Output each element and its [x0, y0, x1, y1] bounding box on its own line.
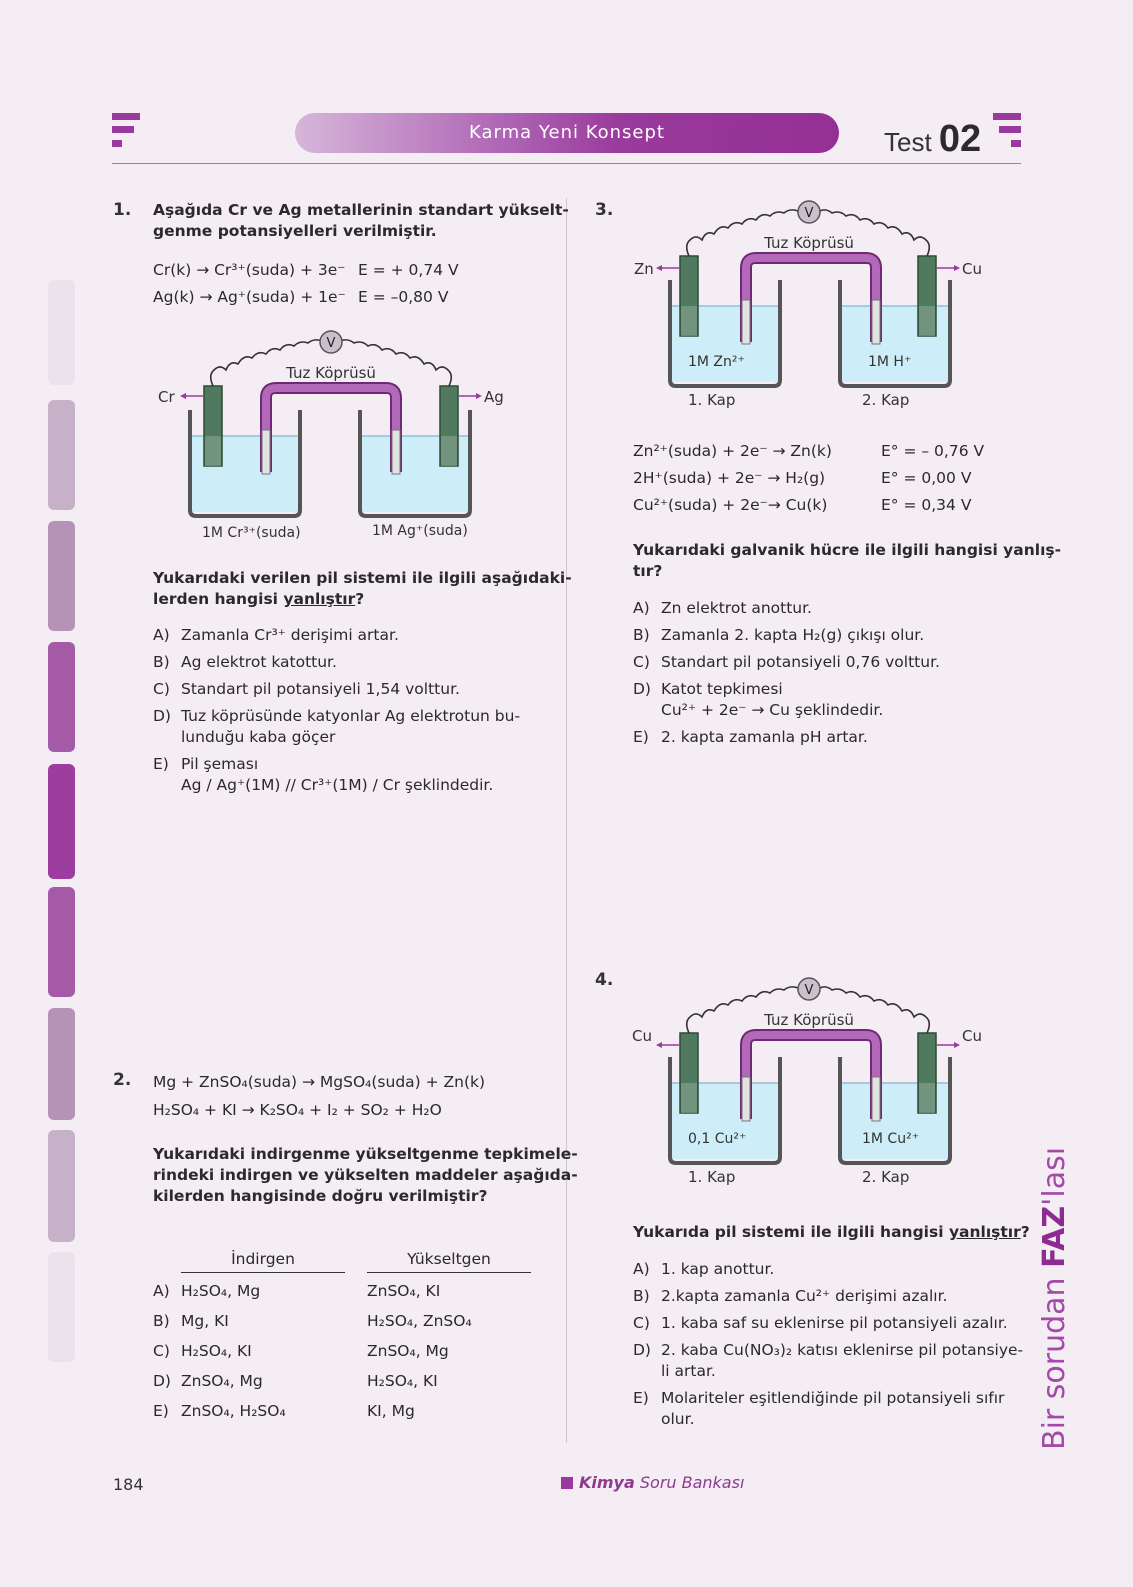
q4-number: 4. [595, 970, 614, 990]
q3-number: 3. [595, 200, 614, 220]
page-number: 184 [113, 1475, 144, 1494]
right-beaker [358, 410, 472, 518]
bridge-label: Tuz Köprüsü [285, 364, 376, 382]
brand-logo-left [112, 113, 142, 155]
q3-option-c[interactable]: C)Standart pil potansiyeli 0,76 volttur. [633, 653, 940, 671]
cup-1 [668, 280, 782, 388]
q1-reaction-2-potential: E = –0,80 V [358, 288, 449, 306]
q1-reaction-1: Cr(k) → Cr³⁺(suda) + 3e⁻ [153, 261, 346, 279]
q4-cell-diagram: V Tuz Köprüsü Cu Cu 0,1 Cu²⁺ 1M Cu²⁺ 1. … [632, 977, 982, 1186]
q1-intro: Aşağıda Cr ve Ag metallerinin standart y… [153, 201, 569, 240]
svg-text:1M Cu²⁺: 1M Cu²⁺ [862, 1131, 919, 1147]
cup-2 [838, 280, 952, 388]
q4-question: Yukarıda pil sistemi ile ilgili hangisi … [633, 1223, 1030, 1241]
right-electrode-label: Ag [484, 388, 504, 406]
q3-option-e[interactable]: E)2. kapta zamanla pH artar. [633, 728, 868, 746]
voltmeter-icon [319, 330, 343, 354]
q2-reaction-1: Mg + ZnSO₄(suda) → MgSO₄(suda) + Zn(k) [153, 1073, 486, 1091]
voltmeter-icon [797, 977, 821, 1001]
q1-reaction-2: Ag(k) → Ag⁺(suda) + 1e⁻ [153, 288, 346, 306]
q1-option-d[interactable]: D)Tuz köprüsünde katyonlar Ag elektrotun… [153, 707, 521, 746]
cup-2 [838, 1057, 952, 1165]
svg-text:V: V [805, 983, 814, 998]
side-tab-7 [48, 1008, 75, 1120]
q1-question: Yukarıdaki verilen pil sistemi ile ilgil… [153, 569, 572, 608]
right-wire [339, 339, 453, 387]
svg-text:Tuz Köprüsü: Tuz Köprüsü [763, 1011, 854, 1029]
right-solution-label: 1M Ag⁺(suda) [372, 523, 468, 539]
left-wire [209, 339, 323, 387]
q3-question: Yukarıdaki galvanik hücre ile ilgili han… [633, 541, 1062, 580]
q1-number: 1. [113, 200, 132, 220]
side-tab-4 [48, 642, 75, 752]
brand-logo-right [993, 113, 1023, 155]
left-solution-label: 1M Cr³⁺(suda) [202, 525, 301, 541]
q3-option-b[interactable]: B)Zamanla 2. kapta H₂(g) çıkışı olur. [633, 626, 925, 644]
header-band-title: Karma Yeni Konsept [295, 113, 839, 153]
side-tab-2 [48, 400, 75, 510]
svg-text:1. Kap: 1. Kap [688, 391, 735, 409]
q4-option-c[interactable]: C)1. kaba saf su eklenirse pil potansiye… [633, 1314, 1008, 1332]
svg-text:Zn: Zn [634, 260, 654, 278]
svg-text:1. Kap: 1. Kap [688, 1168, 735, 1186]
q3-options: A)Zn elektrot anottur. B)Zamanla 2. kapt… [633, 598, 940, 748]
svg-text:0,1 Cu²⁺: 0,1 Cu²⁺ [688, 1131, 746, 1147]
svg-text:1M H⁺: 1M H⁺ [868, 354, 911, 370]
side-tab-6 [48, 887, 75, 997]
left-electrode-label: Cr [158, 388, 175, 406]
q3-cell-diagram: V Tuz Köprüsü Zn Cu 1M Zn²⁺ 1M H⁺ 1. Kap… [634, 200, 982, 409]
svg-text:1M Zn²⁺: 1M Zn²⁺ [688, 354, 745, 370]
cup-1 [668, 1057, 782, 1165]
q1-option-a[interactable]: A)Zamanla Cr³⁺ derişimi artar. [153, 626, 399, 644]
q1-options: A)Zamanla Cr³⁺ derişimi artar. B)Ag elek… [153, 625, 520, 796]
svg-text:V: V [327, 336, 336, 351]
svg-text:Cu: Cu [962, 260, 982, 278]
q2-col-oxidizer: Yükseltgen [367, 1249, 531, 1273]
svg-text:2. Kap: 2. Kap [862, 391, 909, 409]
svg-text:V: V [805, 206, 814, 221]
q2-reaction-2: H₂SO₄ + KI → K₂SO₄ + I₂ + SO₂ + H₂O [153, 1101, 442, 1119]
q2-number: 2. [113, 1070, 132, 1090]
q2-question: Yukarıdaki indirgenme yükseltgenme tepki… [153, 1145, 578, 1205]
svg-text:Cu: Cu [962, 1027, 982, 1045]
svg-text:2. Kap: 2. Kap [862, 1168, 909, 1186]
q3-option-a[interactable]: A)Zn elektrot anottur. [633, 599, 812, 617]
column-divider [566, 198, 567, 1443]
q1-cell-diagram: V Tuz Köprüsü Cr Ag 1M Cr³⁺(suda) 1M Ag⁺… [158, 330, 504, 541]
side-banner: Bir sorudan FAZ'lası [1037, 1146, 1072, 1450]
side-tab-3 [48, 521, 75, 631]
side-tab-1 [48, 280, 75, 385]
side-tab-5 [48, 764, 75, 879]
svg-text:Tuz Köprüsü: Tuz Köprüsü [763, 234, 854, 252]
q1-option-c[interactable]: C)Standart pil potansiyeli 1,54 volttur. [153, 680, 460, 698]
book-square-icon [561, 1477, 573, 1489]
left-beaker [188, 410, 302, 518]
q3-reactions: Zn²⁺(suda) + 2e⁻ → Zn(k)E° = – 0,76 V 2H… [633, 442, 985, 514]
voltmeter-icon [797, 200, 821, 224]
book-title: Kimya Soru Bankası [561, 1473, 744, 1492]
q4-options: A)1. kap anottur. B)2.kapta zamanla Cu²⁺… [633, 1259, 1023, 1430]
q2-col-reducer: İndirgen [181, 1249, 345, 1273]
svg-text:Cu: Cu [632, 1027, 652, 1045]
q4-option-e[interactable]: E)Molariteler eşitlendiğinde pil potansi… [633, 1389, 1005, 1428]
side-tab-9 [48, 1252, 75, 1362]
q4-option-b[interactable]: B)2.kapta zamanla Cu²⁺ derişimi azalır. [633, 1287, 948, 1305]
q4-option-d[interactable]: D)2. kaba Cu(NO₃)₂ katısı eklenirse pil … [633, 1341, 1024, 1380]
test-label: Test 02 [884, 118, 982, 160]
q1-reaction-1-potential: E = + 0,74 V [358, 261, 459, 279]
header-rule [112, 163, 1021, 164]
test-number: 02 [938, 118, 982, 160]
side-tab-8 [48, 1130, 75, 1242]
q1-option-b[interactable]: B)Ag elektrot katottur. [153, 653, 337, 671]
q4-option-a[interactable]: A)1. kap anottur. [633, 1260, 775, 1278]
